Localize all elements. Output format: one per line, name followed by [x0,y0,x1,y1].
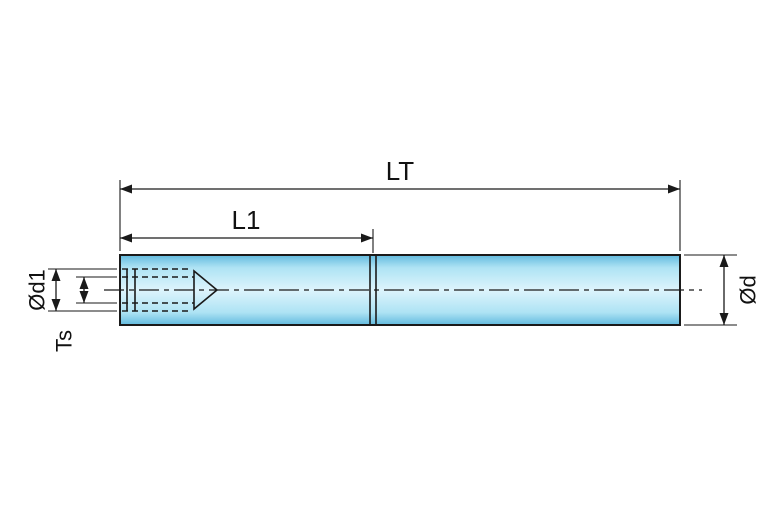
l1-dimension-label: L1 [232,205,261,235]
lt-dimension-label: LT [386,156,415,186]
dimensions-group: LT L1 Ød1 Ts Ød [25,156,761,352]
drill-point-cone [193,269,219,311]
d1-dimension-label: Ød1 [25,269,50,311]
d-dimension-label: Ød [736,275,761,304]
ts-dimension-label: Ts [52,330,77,352]
tool-body-group [104,254,702,326]
